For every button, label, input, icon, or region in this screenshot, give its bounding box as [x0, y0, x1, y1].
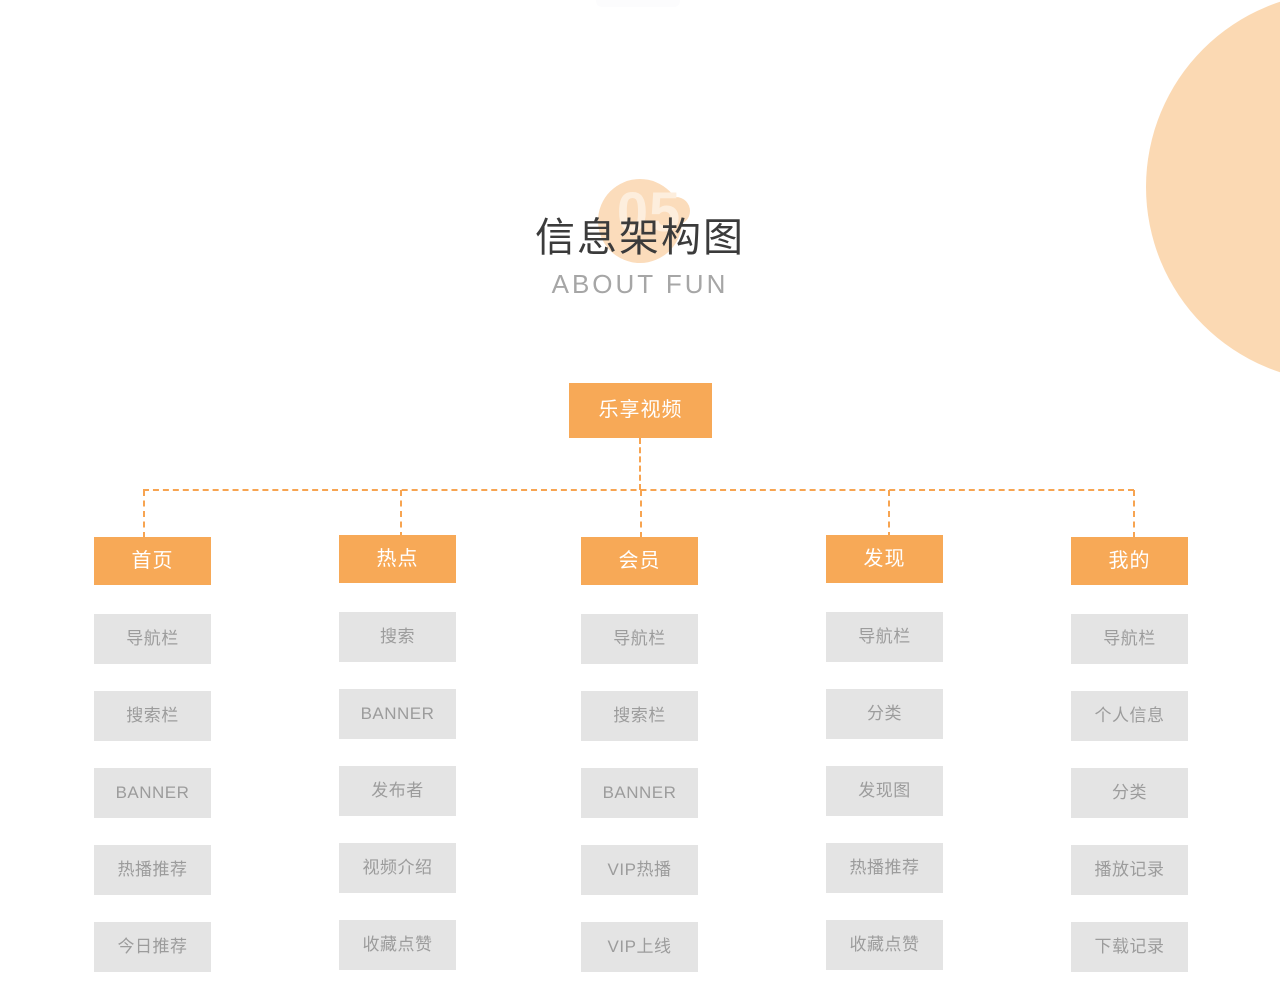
tree-column-4: 发现 导航栏 分类 发现图 热播推荐 收藏点赞	[826, 535, 943, 970]
tree-leaf-1-5[interactable]: 今日推荐	[94, 922, 211, 972]
tree-leaf-4-2[interactable]: 分类	[826, 689, 943, 739]
connector-drop-column-3	[640, 490, 642, 538]
tree-column-1: 首页 导航栏 搜索栏 BANNER 热播推荐 今日推荐	[94, 537, 211, 972]
tree-leaf-2-3[interactable]: 发布者	[339, 766, 456, 816]
tree-leaf-5-5[interactable]: 下载记录	[1071, 922, 1188, 972]
tree-leaf-3-3[interactable]: BANNER	[581, 768, 698, 818]
tree-node-category-4[interactable]: 发现	[826, 535, 943, 583]
tree-leaf-3-2[interactable]: 搜索栏	[581, 691, 698, 741]
tree-leaf-3-4[interactable]: VIP热播	[581, 845, 698, 895]
connector-drop-column-2	[400, 490, 402, 538]
tree-leaf-4-4[interactable]: 热播推荐	[826, 843, 943, 893]
tree-leaf-2-2[interactable]: BANNER	[339, 689, 456, 739]
tree-leaf-5-2[interactable]: 个人信息	[1071, 691, 1188, 741]
tree-leaf-1-4[interactable]: 热播推荐	[94, 845, 211, 895]
connector-drop-column-4	[888, 490, 890, 538]
tree-leaf-2-5[interactable]: 收藏点赞	[339, 920, 456, 970]
tree-node-category-3[interactable]: 会员	[581, 537, 698, 585]
tree-leaf-1-3[interactable]: BANNER	[94, 768, 211, 818]
tree-leaf-2-4[interactable]: 视频介绍	[339, 843, 456, 893]
decorative-top-smudge	[596, 0, 680, 7]
tree-column-5: 我的 导航栏 个人信息 分类 播放记录 下载记录	[1071, 537, 1188, 972]
tree-leaf-4-3[interactable]: 发现图	[826, 766, 943, 816]
tree-leaf-2-1[interactable]: 搜索	[339, 612, 456, 662]
connector-horizontal-bus	[143, 489, 1134, 491]
tree-leaf-5-4[interactable]: 播放记录	[1071, 845, 1188, 895]
tree-leaf-1-2[interactable]: 搜索栏	[94, 691, 211, 741]
connector-drop-column-5	[1133, 490, 1135, 538]
tree-leaf-3-1[interactable]: 导航栏	[581, 614, 698, 664]
tree-leaf-1-1[interactable]: 导航栏	[94, 614, 211, 664]
tree-leaf-5-3[interactable]: 分类	[1071, 768, 1188, 818]
connector-drop-column-1	[143, 490, 145, 538]
tree-node-category-2[interactable]: 热点	[339, 535, 456, 583]
tree-leaf-3-5[interactable]: VIP上线	[581, 922, 698, 972]
tree-node-root[interactable]: 乐享视频	[569, 383, 712, 438]
connector-root-vertical	[639, 438, 641, 490]
tree-node-category-1[interactable]: 首页	[94, 537, 211, 585]
page-subtitle: ABOUT FUN	[551, 269, 729, 299]
tree-leaf-4-5[interactable]: 收藏点赞	[826, 920, 943, 970]
tree-node-category-5[interactable]: 我的	[1071, 537, 1188, 585]
page-title: 信息架构图	[535, 216, 745, 260]
tree-column-3: 会员 导航栏 搜索栏 BANNER VIP热播 VIP上线	[581, 537, 698, 972]
tree-leaf-4-1[interactable]: 导航栏	[826, 612, 943, 662]
tree-leaf-5-1[interactable]: 导航栏	[1071, 614, 1188, 664]
tree-column-2: 热点 搜索 BANNER 发布者 视频介绍 收藏点赞	[339, 535, 456, 970]
